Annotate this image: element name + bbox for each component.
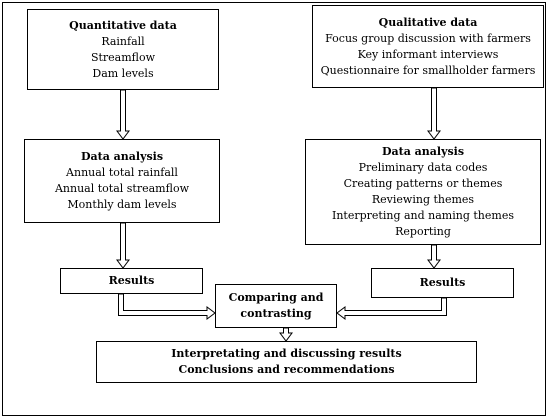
qualitative-item-focus-group: Focus group discussion with farmers (325, 31, 531, 45)
analysis-item-naming-themes: Interpreting and naming themes (332, 209, 514, 222)
quantitative-data-title: Quantitative data (69, 18, 177, 32)
quantitative-analysis-title: Data analysis (80, 150, 164, 163)
quantitative-item-rainfall: Rainfall (101, 34, 145, 48)
arrow-analysis-to-results-right (427, 244, 441, 269)
analysis-item-annual-rainfall: Annual total rainfall (66, 166, 178, 179)
analysis-item-reporting: Reporting (395, 225, 451, 238)
qualitative-analysis-title: Data analysis (381, 145, 465, 158)
qualitative-item-questionnaire: Questionnaire for smallholder farmers (320, 63, 536, 77)
quantitative-analysis-box: Data analysis Annual total rainfall Annu… (24, 139, 220, 223)
compare-contrast-box: Comparing and contrasting (215, 284, 337, 328)
quantitative-results-box: Results (60, 268, 203, 294)
compare-line-1: Comparing and (228, 291, 324, 304)
quantitative-results-title: Results (108, 274, 155, 287)
diagram-frame (2, 2, 546, 416)
arrow-analysis-to-results-left (116, 222, 130, 269)
analysis-item-annual-streamflow: Annual total streamflow (54, 182, 189, 195)
conclusion-line-2: Conclusions and recommendations (178, 363, 395, 376)
quantitative-item-dam-levels: Dam levels (92, 66, 154, 80)
analysis-item-creating-themes: Creating patterns or themes (343, 177, 503, 190)
analysis-item-preliminary-codes: Preliminary data codes (358, 161, 488, 174)
compare-line-2: contrasting (240, 307, 312, 320)
arrow-qual-to-analysis (427, 87, 441, 140)
qualitative-data-title: Qualitative data (378, 15, 478, 29)
arrow-results-right-to-compare (336, 297, 447, 320)
arrow-results-left-to-compare (118, 293, 216, 320)
qualitative-item-interviews: Key informant interviews (357, 47, 499, 61)
analysis-item-reviewing-themes: Reviewing themes (371, 193, 475, 206)
arrow-compare-to-conclusion (279, 327, 293, 342)
conclusion-line-1: Interpretating and discussing results (171, 347, 402, 360)
quantitative-data-box: Quantitative data Rainfall Streamflow Da… (27, 9, 219, 90)
conclusion-box: Interpretating and discussing results Co… (96, 341, 477, 383)
qualitative-analysis-box: Data analysis Preliminary data codes Cre… (305, 139, 541, 245)
arrow-quant-to-analysis (116, 89, 130, 140)
qualitative-data-box: Qualitative data Focus group discussion … (312, 5, 544, 88)
qualitative-results-box: Results (371, 268, 514, 298)
qualitative-results-title: Results (419, 276, 466, 289)
quantitative-item-streamflow: Streamflow (90, 50, 156, 64)
analysis-item-monthly-dam-levels: Monthly dam levels (67, 198, 177, 211)
